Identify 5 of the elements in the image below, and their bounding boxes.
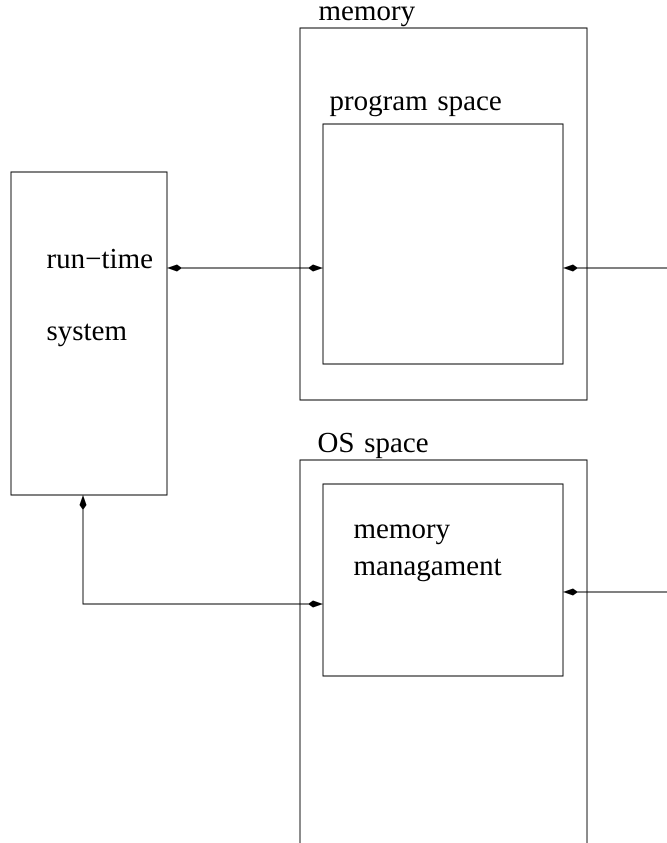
inner-box: program space xyxy=(322,95,564,364)
node-label: memory xyxy=(319,6,415,26)
inner-box: memory managament xyxy=(322,484,564,676)
node-label: program space xyxy=(330,95,501,116)
process-box: run−time system xyxy=(10,172,168,496)
